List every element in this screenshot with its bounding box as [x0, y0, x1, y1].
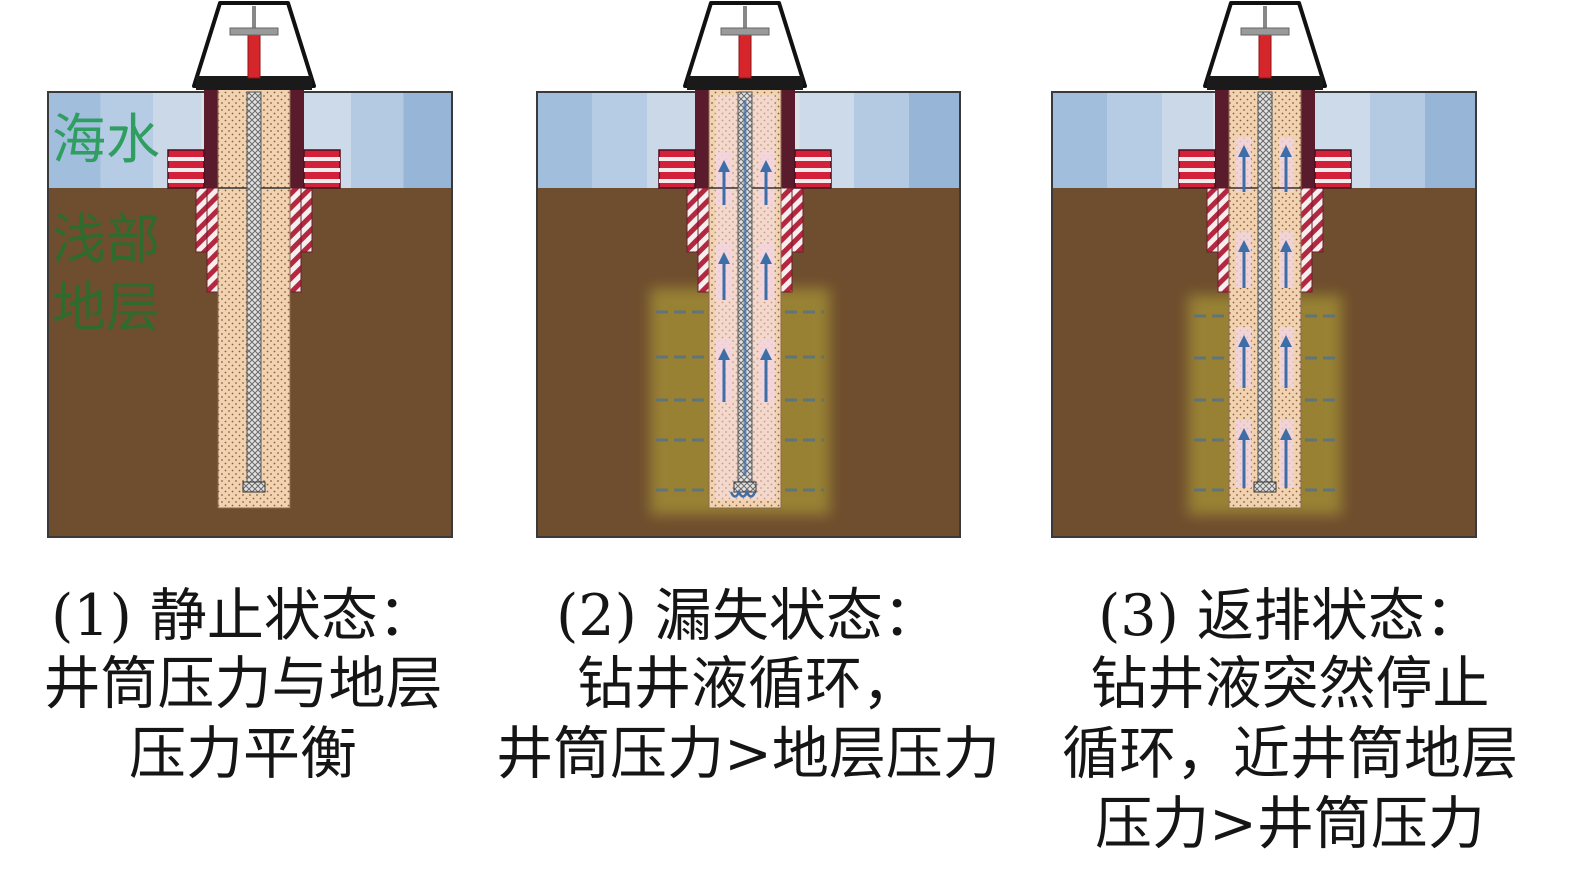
- caption-panel-1: (1) 静止状态： 井筒压力与地层 压力平衡: [44, 583, 443, 787]
- flange-right: [303, 149, 341, 189]
- wellhead-base-plate: [196, 76, 312, 90]
- flange-stripe: [168, 168, 204, 172]
- valve-stem: [1258, 29, 1272, 79]
- riser-wall-left: [1215, 88, 1229, 188]
- captions: (1) 静止状态： 井筒压力与地层 压力平衡 (2) 漏失状态： 钻井液循环， …: [44, 583, 1519, 857]
- flange-right: [1314, 149, 1352, 189]
- valve-stem-tip: [252, 6, 256, 30]
- caption-title: (3) 返排状态：: [1098, 583, 1482, 649]
- flange-stripe: [795, 168, 831, 172]
- flange-stripe: [795, 179, 831, 183]
- valve-handle: [229, 27, 279, 36]
- flange-stripe: [659, 168, 695, 172]
- conductor-right: [1310, 187, 1324, 253]
- surface-casing-right: [289, 187, 302, 293]
- surface-casing-left: [1217, 187, 1230, 293]
- flange-stripe: [1315, 157, 1351, 161]
- surface-casing-left: [206, 187, 219, 293]
- panel-1-diagram: [47, 1, 453, 538]
- caption-title: (1) 静止状态：: [51, 583, 435, 649]
- conductor-right: [299, 187, 313, 253]
- flange-stripe: [304, 168, 340, 172]
- flange-left: [1178, 149, 1216, 189]
- caption-line: 压力平衡: [129, 721, 357, 787]
- drill-pipe: [246, 91, 262, 485]
- valve-stem-tip: [743, 6, 747, 30]
- riser-wall-right: [290, 88, 304, 188]
- panel-2-diagram: [536, 1, 961, 538]
- drill-pipe: [1257, 91, 1273, 485]
- flange-right: [794, 149, 832, 189]
- wellhead-base-plate: [687, 76, 803, 90]
- flange-stripe: [1179, 157, 1215, 161]
- caption-line: 钻井液突然停止: [1091, 651, 1490, 717]
- riser-wall-right: [1301, 88, 1315, 188]
- drill-bit: [1253, 481, 1277, 493]
- caption-line: 井筒压力>地层压力: [496, 721, 1000, 787]
- conductor-right: [790, 187, 804, 253]
- caption-panel-2: (2) 漏失状态： 钻井液循环， 井筒压力>地层压力: [496, 583, 1000, 787]
- caption-line: 钻井液循环，: [577, 651, 919, 717]
- riser-wall-left: [695, 88, 709, 188]
- surface-casing-right: [1300, 187, 1313, 293]
- flange-left: [167, 149, 205, 189]
- flange-stripe: [795, 157, 831, 161]
- panel-diagrams: [47, 1, 1477, 538]
- riser-wall-right: [781, 88, 795, 188]
- shallow-formation-label-line-1: 浅部: [52, 208, 160, 271]
- conductor-left: [195, 187, 209, 253]
- drill-bit: [242, 481, 266, 493]
- valve-handle: [1240, 27, 1290, 36]
- flange-left: [658, 149, 696, 189]
- riser-wall-left: [204, 88, 218, 188]
- seawater-label: 海水: [52, 108, 160, 171]
- conductor-left: [686, 187, 700, 253]
- wellhead: [683, 1, 807, 90]
- surface-casing-left: [697, 187, 710, 293]
- drill-bit: [733, 481, 757, 493]
- caption-title: (2) 漏失状态：: [556, 583, 940, 649]
- wellhead-base-plate: [1207, 76, 1323, 90]
- caption-line: 循环，近井筒地层: [1062, 721, 1518, 787]
- flange-stripe: [1315, 168, 1351, 172]
- flange-stripe: [168, 179, 204, 183]
- caption-line: 井筒压力与地层: [44, 651, 443, 717]
- bit-outflow-swirl: [729, 488, 757, 498]
- wellhead: [192, 1, 316, 90]
- flange-stripe: [659, 157, 695, 161]
- shallow-formation-label-line-2: 地层: [52, 276, 160, 339]
- flange-stripe: [659, 179, 695, 183]
- flange-stripe: [304, 179, 340, 183]
- caption-panel-3: (3) 返排状态： 钻井液突然停止 循环，近井筒地层 压力>井筒压力: [1062, 583, 1518, 857]
- flange-stripe: [168, 157, 204, 161]
- valve-stem-tip: [1263, 6, 1267, 30]
- flange-stripe: [1179, 179, 1215, 183]
- conductor-left: [1206, 187, 1220, 253]
- valve-stem: [738, 29, 752, 79]
- flange-stripe: [1179, 168, 1215, 172]
- wellhead: [1203, 1, 1327, 90]
- valve-handle: [720, 27, 770, 36]
- caption-line: 压力>井筒压力: [1095, 791, 1485, 857]
- flange-stripe: [304, 157, 340, 161]
- flange-stripe: [1315, 179, 1351, 183]
- panel-3-diagram: [1051, 1, 1477, 538]
- panel-1-layer-labels: 海水 浅部 地层: [52, 108, 160, 339]
- surface-casing-right: [780, 187, 793, 293]
- valve-stem: [247, 29, 261, 79]
